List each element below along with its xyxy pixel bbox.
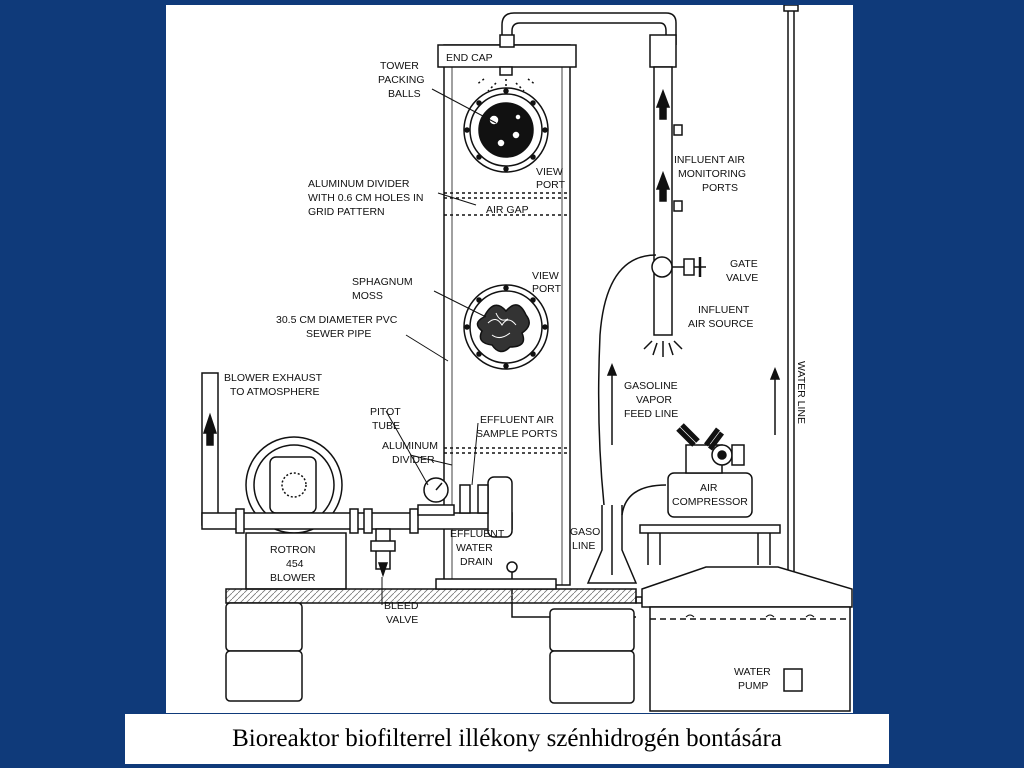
view-port-middle bbox=[463, 284, 549, 370]
label-blower-exhaust-2: TO ATMOSPHERE bbox=[230, 386, 319, 398]
label-water-pump-2: PUMP bbox=[738, 680, 768, 692]
label-rotron-2: 454 bbox=[286, 558, 304, 570]
platform bbox=[225, 578, 643, 704]
label-al-divider-top-1: ALUMINUM DIVIDER bbox=[308, 178, 410, 190]
label-blower-exhaust-1: BLOWER EXHAUST bbox=[224, 372, 323, 384]
label-gasoline-feed-3: FEED LINE bbox=[624, 408, 678, 420]
spray-nozzle bbox=[475, 66, 537, 93]
blower-assembly bbox=[201, 372, 636, 618]
label-gate-valve-2: VALVE bbox=[726, 272, 758, 284]
label-influent-ports-1: INFLUENT AIR bbox=[674, 154, 745, 166]
label-end-cap: END CAP bbox=[446, 52, 493, 64]
label-tower-packing-2: PACKING bbox=[378, 74, 424, 86]
label-tower-packing-3: BALLS bbox=[388, 88, 421, 100]
label-water-pump-1: WATER bbox=[734, 666, 771, 678]
gasoline-line bbox=[586, 254, 667, 584]
leader-lines bbox=[381, 88, 497, 605]
top-pipe bbox=[499, 5, 799, 605]
label-al-divider-top-3: GRID PATTERN bbox=[308, 206, 385, 218]
label-effluent-air-2: SAMPLE PORTS bbox=[476, 428, 558, 440]
label-tower-packing-1: TOWER bbox=[380, 60, 419, 72]
air-compressor bbox=[639, 366, 781, 565]
label-air-compressor-2: COMPRESSOR bbox=[672, 496, 748, 508]
label-air-gap: AIR GAP bbox=[486, 204, 529, 216]
view-port-top bbox=[463, 87, 549, 173]
label-influent-ports-3: PORTS bbox=[702, 182, 738, 194]
caption-text: Bioreaktor biofilterrel illékony szénhid… bbox=[232, 725, 782, 752]
label-al-divider-bottom-2: DIVIDER bbox=[392, 454, 435, 466]
label-view-port-top-2: PORT bbox=[536, 179, 566, 191]
label-al-divider-top-2: WITH 0.6 cm HOLES IN bbox=[308, 192, 424, 204]
label-rotron-1: ROTRON bbox=[270, 544, 316, 556]
label-water-line: WATER LINE bbox=[795, 361, 807, 424]
label-influent-source-2: AIR SOURCE bbox=[688, 318, 753, 330]
label-rotron-3: BLOWER bbox=[270, 572, 316, 584]
influent-pipe bbox=[643, 66, 706, 357]
label-gate-valve-1: GATE bbox=[730, 258, 758, 270]
label-pitot-2: TUBE bbox=[372, 420, 400, 432]
label-effluent-air-1: EFFLUENT AIR bbox=[480, 414, 554, 426]
label-gaso-line-1: GASO bbox=[570, 526, 600, 538]
label-gasoline-feed-2: VAPOR bbox=[636, 394, 672, 406]
label-al-divider-bottom-1: ALUMINUM bbox=[382, 440, 438, 452]
label-pitot-1: PITOT bbox=[370, 406, 401, 418]
label-view-port-mid-2: PORT bbox=[532, 283, 562, 295]
label-sphagnum-2: MOSS bbox=[352, 290, 383, 302]
label-air-compressor-1: AIR bbox=[700, 482, 718, 494]
label-sphagnum-1: SPHAGNUM bbox=[352, 276, 413, 288]
label-influent-ports-2: MONITORING bbox=[678, 168, 746, 180]
diagram-svg: END CAP TOWER PACKING BALLS VIEW PORT AL… bbox=[201, 5, 853, 712]
label-influent-source-1: INFLUENT bbox=[698, 304, 750, 316]
caption-box: Bioreaktor biofilterrel illékony szénhid… bbox=[125, 714, 889, 764]
label-sewer-pipe-2: SEWER PIPE bbox=[306, 328, 371, 340]
bioreactor-diagram: END CAP TOWER PACKING BALLS VIEW PORT AL… bbox=[166, 5, 853, 713]
label-gaso-line-2: LINE bbox=[572, 540, 595, 552]
label-effluent-water-3: DRAIN bbox=[460, 556, 493, 568]
label-bleed-valve-2: VALVE bbox=[386, 614, 418, 626]
label-bleed-valve-1: BLEED bbox=[384, 600, 419, 612]
label-view-port-top-1: VIEW bbox=[536, 166, 563, 178]
water-tank bbox=[641, 566, 853, 712]
label-view-port-mid-1: VIEW bbox=[532, 270, 559, 282]
label-effluent-water-2: WATER bbox=[456, 542, 493, 554]
label-gasoline-feed-1: GASOLINE bbox=[624, 380, 678, 392]
label-sewer-pipe-1: 30.5 cm DIAMETER PVC bbox=[276, 314, 398, 326]
label-effluent-water-1: EFFLUENT bbox=[450, 528, 505, 540]
labels: END CAP TOWER PACKING BALLS VIEW PORT AL… bbox=[224, 52, 807, 692]
